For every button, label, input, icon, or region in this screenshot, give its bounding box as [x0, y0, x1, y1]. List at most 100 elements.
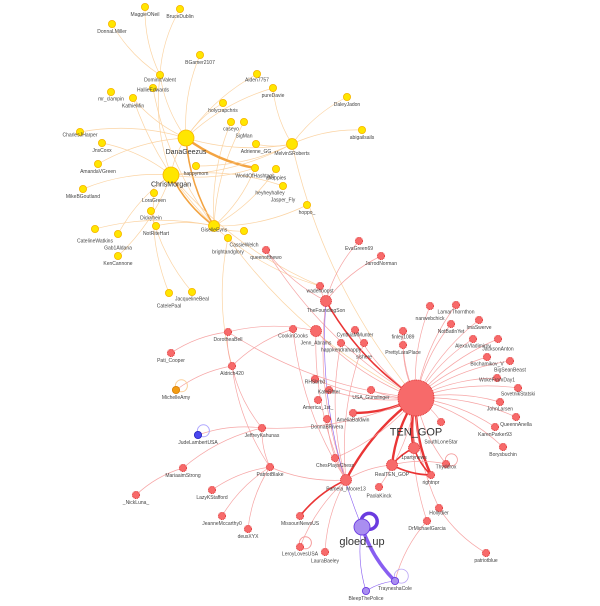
node-circle[interactable] [436, 417, 446, 427]
node-circle[interactable] [357, 126, 366, 135]
node-circle[interactable] [187, 287, 196, 296]
node-circle[interactable] [76, 127, 85, 136]
node-circle[interactable] [191, 161, 200, 170]
node-circle[interactable] [505, 356, 515, 366]
node-circle[interactable] [286, 138, 298, 150]
node-circle[interactable] [353, 518, 371, 536]
node-circle[interactable] [208, 220, 220, 232]
node-circle[interactable] [493, 334, 503, 344]
node-circle[interactable] [340, 474, 352, 486]
node-circle[interactable] [271, 164, 280, 173]
node-circle[interactable] [451, 300, 461, 310]
node-circle[interactable] [257, 423, 267, 433]
node-circle[interactable] [146, 206, 155, 215]
node-circle[interactable] [322, 414, 332, 424]
node-circle[interactable] [348, 408, 358, 418]
node-circle[interactable] [302, 200, 311, 209]
node-circle[interactable] [474, 315, 484, 325]
node-circle[interactable] [79, 184, 88, 193]
node-circle[interactable] [171, 385, 181, 395]
node-circle[interactable] [310, 374, 320, 384]
node-circle[interactable] [91, 224, 100, 233]
node-circle[interactable] [376, 251, 386, 261]
node-circle[interactable] [223, 327, 233, 337]
node-circle[interactable] [324, 385, 334, 395]
node-circle[interactable] [128, 94, 137, 103]
node-circle[interactable] [148, 84, 157, 93]
node-circle[interactable] [223, 233, 232, 242]
node-circle[interactable] [342, 93, 351, 102]
node-circle[interactable] [425, 301, 435, 311]
node-circle[interactable] [330, 453, 340, 463]
node-circle[interactable] [252, 70, 261, 79]
node-circle[interactable] [288, 324, 298, 334]
node-circle[interactable] [177, 129, 195, 147]
node-circle[interactable] [366, 385, 376, 395]
node-circle[interactable] [492, 373, 502, 383]
node-circle[interactable] [166, 348, 176, 358]
node-circle[interactable] [175, 5, 184, 13]
node-circle[interactable] [265, 462, 275, 472]
node-circle[interactable] [426, 470, 436, 480]
node-circle[interactable] [207, 485, 217, 495]
node-circle[interactable] [151, 221, 160, 230]
node-circle[interactable] [495, 397, 505, 407]
node-circle[interactable] [250, 163, 259, 172]
node-circle[interactable] [398, 326, 408, 336]
node-circle[interactable] [441, 459, 451, 469]
node-circle[interactable] [131, 490, 141, 500]
node-circle[interactable] [295, 511, 305, 521]
node-circle[interactable] [278, 181, 287, 190]
node-circle[interactable] [193, 430, 203, 440]
node-circle[interactable] [490, 422, 500, 432]
node-circle[interactable] [217, 511, 227, 521]
node-circle[interactable] [239, 118, 248, 127]
node-circle[interactable] [498, 442, 508, 452]
node-circle[interactable] [195, 51, 204, 60]
node-circle[interactable] [218, 99, 227, 108]
node-circle[interactable] [374, 482, 384, 492]
node-circle[interactable] [114, 229, 123, 238]
node-circle[interactable] [336, 338, 346, 348]
node-circle[interactable] [114, 251, 123, 260]
node-circle[interactable] [226, 118, 235, 127]
node-circle[interactable] [178, 463, 188, 473]
node-circle[interactable] [398, 340, 408, 350]
node-circle[interactable] [354, 236, 364, 246]
node-circle[interactable] [386, 459, 398, 471]
node-circle[interactable] [313, 395, 323, 405]
node-circle[interactable] [434, 503, 444, 513]
node-circle[interactable] [243, 524, 253, 534]
node-circle[interactable] [140, 3, 149, 11]
node-circle[interactable] [227, 361, 237, 371]
node-circle[interactable] [268, 84, 277, 93]
node-circle[interactable] [359, 338, 369, 348]
node-circle[interactable] [511, 412, 521, 422]
node-circle[interactable] [107, 88, 116, 97]
node-circle[interactable] [397, 379, 435, 417]
node-circle[interactable] [94, 159, 103, 168]
node-circle[interactable] [310, 325, 322, 337]
node-circle[interactable] [320, 295, 332, 307]
node-circle[interactable] [482, 352, 492, 362]
node-circle[interactable] [155, 71, 164, 80]
node-circle[interactable] [108, 19, 117, 28]
node-circle[interactable] [239, 226, 248, 235]
node-circle[interactable] [149, 188, 158, 197]
node-circle[interactable] [446, 319, 456, 329]
node-circle[interactable] [408, 442, 420, 454]
node-circle[interactable] [513, 383, 523, 393]
node-circle[interactable] [98, 138, 107, 147]
node-circle[interactable] [251, 139, 260, 148]
node-circle[interactable] [361, 586, 371, 596]
node-circle[interactable] [320, 547, 330, 557]
node-circle[interactable] [350, 325, 360, 335]
node-circle[interactable] [295, 542, 305, 552]
node-circle[interactable] [468, 334, 478, 344]
node-circle[interactable] [390, 576, 400, 586]
node-circle[interactable] [481, 548, 491, 558]
node-circle[interactable] [422, 516, 432, 526]
node-circle[interactable] [261, 245, 271, 255]
node-circle[interactable] [162, 166, 180, 184]
node-circle[interactable] [315, 281, 325, 291]
